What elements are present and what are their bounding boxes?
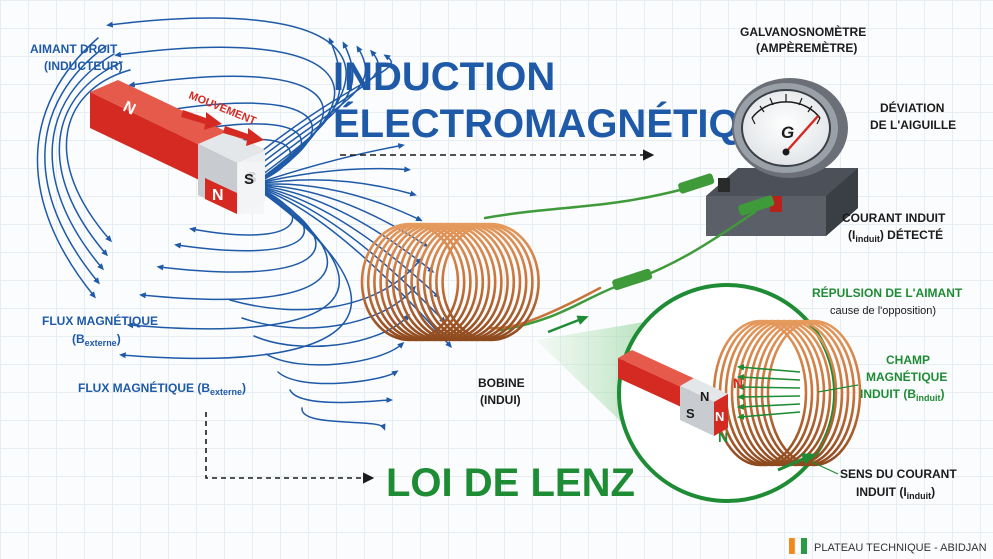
- induced-field-arrow: [736, 403, 801, 410]
- coil: [360, 222, 540, 342]
- magnet-title-line1: AIMANT DROIT: [30, 42, 118, 56]
- lenz-title: LOI DE LENZ: [386, 461, 635, 505]
- galvanometer-label-line1: GALVANOSNOMÈTRE: [740, 24, 866, 39]
- current-direction-arrow: [777, 453, 816, 472]
- inset-magnet-north: N: [700, 389, 709, 404]
- field-line: [147, 102, 314, 186]
- galvanometer-symbol: G: [781, 123, 794, 142]
- field-line: [128, 75, 325, 186]
- champ-label-line2: MAGNÉTIQUE: [866, 369, 947, 384]
- field-line: [251, 184, 452, 348]
- induced-field-arrow: [736, 393, 801, 401]
- coil-turn: [428, 222, 528, 342]
- field-line: [241, 285, 416, 329]
- galvanometer-label-line2: (AMPÈREMÈTRE): [756, 40, 857, 55]
- field-line: [265, 341, 405, 366]
- induced-field-arrow: [736, 411, 801, 420]
- deviation-label-line1: DÉVIATION: [880, 100, 944, 115]
- footer-text: PLATEAU TECHNIQUE - ABIDJAN: [814, 542, 987, 554]
- footer: PLATEAU TECHNIQUE - ABIDJAN: [789, 537, 987, 555]
- field-line: [277, 370, 399, 385]
- field-line: [257, 54, 392, 155]
- field-line: [119, 184, 352, 360]
- coil-turn: [397, 222, 497, 342]
- field-line: [251, 184, 435, 273]
- deviation-label-line2: DE L'AIGUILLE: [870, 118, 956, 132]
- main-title-line2: ÉLECTROMAGNÉTIQUE: [333, 101, 795, 146]
- coil-turn: [422, 222, 522, 342]
- coil-turn: [416, 222, 516, 342]
- coil-turn: [435, 222, 534, 342]
- field-line: [251, 166, 411, 186]
- field-line: [65, 69, 131, 243]
- field-line: [44, 45, 107, 285]
- coil-turn: [410, 222, 509, 342]
- field-line: [51, 53, 115, 271]
- inset-magnet-south: S: [686, 406, 695, 421]
- inset-magnet-north-end: N: [715, 409, 724, 424]
- repulsion-label-line1: RÉPULSION DE L'AIMANT: [812, 285, 963, 300]
- movement-arrows: [181, 110, 264, 146]
- field-line: [58, 61, 123, 257]
- field-line: [126, 184, 340, 330]
- field-line: [251, 184, 447, 324]
- field-line: [36, 37, 99, 299]
- sens-label-line2: INDUIT (Iinduit): [856, 485, 935, 501]
- induced-field-arrow: [736, 374, 801, 381]
- zoom-wedge: [536, 322, 644, 440]
- inset-coil-turn: [766, 319, 862, 467]
- field-line: [114, 46, 336, 186]
- galvanometer-needle: [785, 115, 819, 153]
- field-line: [139, 184, 329, 301]
- field-line: [251, 179, 417, 197]
- inset-pole-top: N: [733, 375, 743, 391]
- lenz-dashed-arrow: [205, 412, 375, 484]
- flux-label-1-line2: (Bexterne): [72, 332, 121, 348]
- induced-field-arrow: [736, 383, 801, 391]
- repulsion-label-line2: cause de l'opposition): [830, 305, 936, 317]
- wire-connectors: [612, 173, 775, 291]
- field-line: [251, 143, 405, 186]
- magnet-end-south-label: S: [244, 171, 254, 188]
- current-label-line1: COURANT INDUIT: [842, 211, 946, 225]
- coil-turn: [385, 222, 485, 342]
- magnet-title-line2: (INDUCTEUR): [44, 59, 123, 73]
- coil-label-line1: BOBINE: [478, 376, 525, 390]
- current-label-line2: (Iinduit) DÉTECTÉ: [848, 227, 943, 244]
- field-line: [301, 407, 386, 431]
- coil-label-line2: (INDUI): [480, 393, 521, 407]
- magnetic-field-lines: [36, 17, 452, 431]
- magnet-end-face: [238, 162, 264, 214]
- inset-bar-magnet: S N N: [618, 350, 728, 436]
- bar-magnet: N S N S: [90, 80, 265, 214]
- flux-label-2: FLUX MAGNÉTIQUE (Bexterne): [78, 380, 246, 397]
- field-line: [257, 45, 367, 167]
- sens-label-line1: SENS DU COURANT: [840, 467, 957, 481]
- field-line: [251, 183, 423, 222]
- coil-turn: [391, 222, 491, 342]
- zoom-arrow: [547, 315, 589, 334]
- inset-pole-bottom: N: [718, 429, 728, 445]
- main-title-line1: INDUCTION: [333, 55, 555, 99]
- galvanometer-dial: [741, 89, 831, 167]
- magnet-north-end-label: N: [212, 187, 224, 204]
- coil-turn: [404, 222, 503, 342]
- flux-label-1-line1: FLUX MAGNÉTIQUE: [42, 313, 158, 328]
- field-line: [229, 257, 422, 311]
- champ-label-line1: CHAMP: [886, 353, 930, 367]
- field-line: [257, 49, 379, 161]
- coil-turn: [441, 222, 540, 342]
- field-line: [156, 184, 317, 273]
- induced-field-lines: [736, 364, 801, 420]
- induced-field-arrow: [736, 364, 801, 373]
- champ-label-line3: INDUIT (Binduit): [860, 387, 945, 403]
- field-line: [289, 389, 393, 404]
